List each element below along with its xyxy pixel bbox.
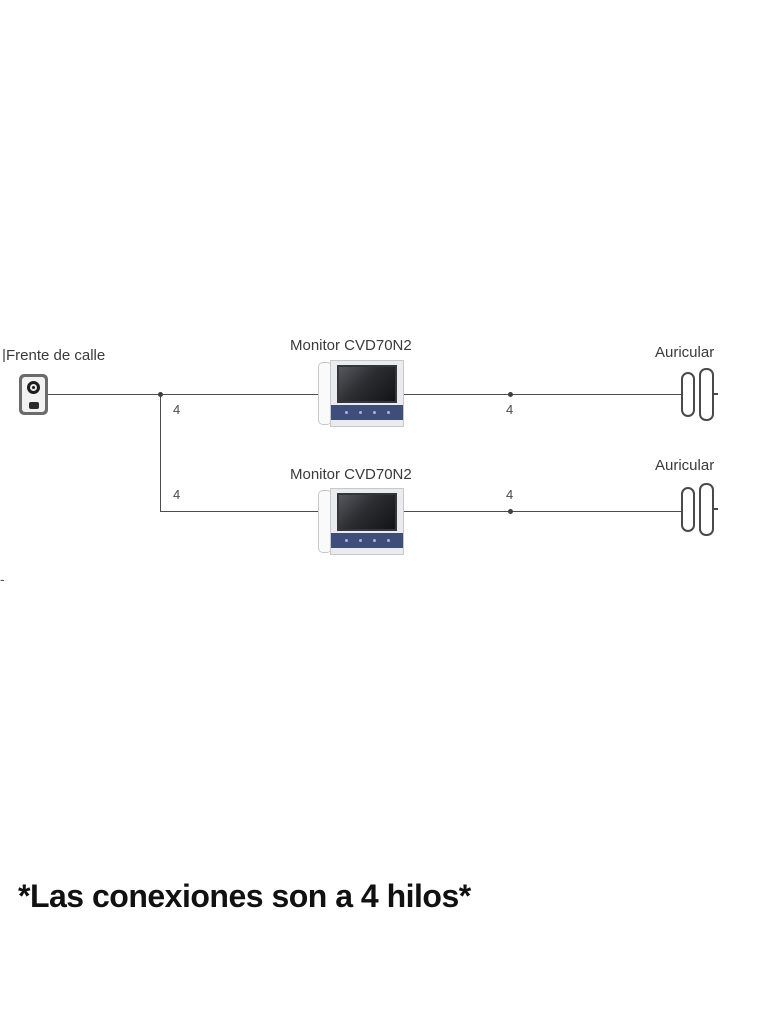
wire-monitor2-to-handset2 [404, 511, 681, 512]
monitor-body [330, 360, 404, 427]
handset-front [681, 487, 695, 532]
monitor-button-dot [387, 539, 390, 542]
monitor-screen [337, 365, 397, 403]
wire-junction-vertical [160, 394, 161, 512]
junction-dot-3 [508, 509, 513, 514]
wire-monitor1-to-handset1 [404, 394, 681, 395]
footnote-text: *Las conexiones son a 4 hilos* [18, 878, 471, 914]
monitor1-icon [318, 360, 404, 427]
monitor-body [330, 488, 404, 555]
wire-junction-to-monitor2 [160, 511, 318, 512]
handset-side [699, 483, 714, 536]
handset1-icon [681, 368, 718, 421]
monitor-button-dot [387, 411, 390, 414]
handset2-label: Auricular [655, 457, 715, 474]
door-station-label: Frente de calle [6, 347, 106, 364]
monitor2-icon [318, 488, 404, 555]
junction-dot-1 [158, 392, 163, 397]
wire-count-label: 4 [506, 402, 514, 417]
junction-dot-2 [508, 392, 513, 397]
monitor-button-bar [331, 533, 403, 548]
speaker-icon [28, 402, 39, 409]
handset-front [681, 372, 695, 417]
door-station-icon [19, 374, 48, 415]
camera-lens-icon [26, 381, 40, 394]
handset1-label: Auricular [655, 344, 715, 361]
handset-notch [713, 508, 718, 510]
monitor2-label: Monitor CVD70N2 [290, 466, 412, 483]
monitor-button-dot [345, 539, 348, 542]
handset-side [699, 368, 714, 421]
monitor-button-dot [359, 411, 362, 414]
stray-dash: - [0, 571, 5, 587]
monitor-button-dot [373, 539, 376, 542]
monitor-button-dot [373, 411, 376, 414]
left-edge-tick [3, 349, 5, 362]
wire-count-label: 4 [173, 487, 181, 502]
wire-count-label: 4 [173, 402, 181, 417]
wire-count-label: 4 [506, 487, 514, 502]
monitor1-label: Monitor CVD70N2 [290, 337, 412, 354]
monitor-screen [337, 493, 397, 531]
monitor-button-dot [345, 411, 348, 414]
handset2-icon [681, 483, 718, 536]
handset-notch [713, 393, 718, 395]
monitor-button-bar [331, 405, 403, 420]
wire-door-to-monitor1 [48, 394, 318, 395]
monitor-button-dot [359, 539, 362, 542]
